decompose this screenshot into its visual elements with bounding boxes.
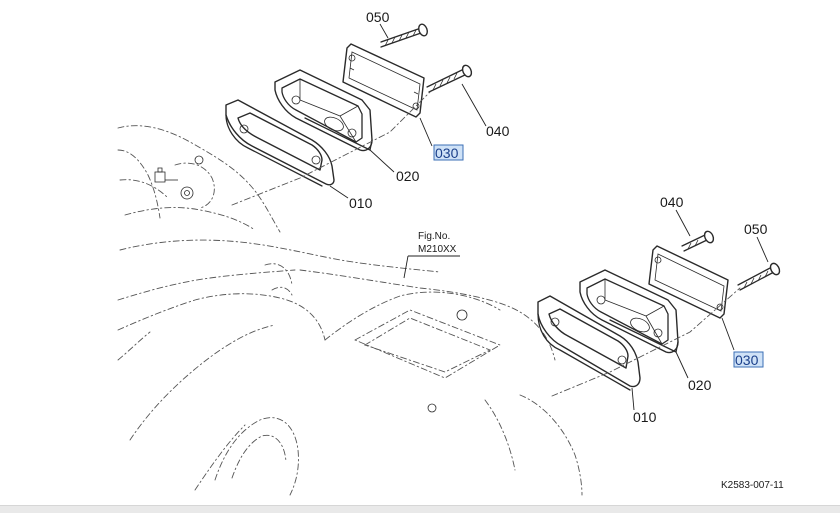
- callout-right-040[interactable]: 040: [660, 194, 684, 210]
- right-part-030-lens: [648, 245, 729, 319]
- mount-stud: [154, 155, 215, 209]
- callout-left-030-highlight: [433, 144, 464, 161]
- leader-lines: [329, 23, 769, 411]
- fig-no-label: Fig.No.: [418, 231, 450, 242]
- callout-labels: 050 040 030 020 010 Fig.No. M210XX 040 0…: [349, 9, 784, 491]
- callout-right-050[interactable]: 050: [744, 221, 768, 237]
- callout-left-040[interactable]: 040: [486, 123, 510, 139]
- right-part-050-screw: [737, 262, 781, 291]
- right-lamp-assembly: [537, 230, 781, 397]
- fender-body-outline: [117, 125, 583, 496]
- callout-right-020[interactable]: 020: [688, 377, 712, 393]
- callout-right-010[interactable]: 010: [633, 409, 657, 425]
- left-part-010-gasket: [225, 99, 335, 187]
- drawing-code: K2583-007-11: [721, 480, 784, 491]
- callout-left-030[interactable]: 030: [435, 145, 459, 161]
- right-part-040-screw: [681, 230, 715, 252]
- left-part-050-screw: [380, 23, 428, 48]
- callout-right-030-highlight: [733, 351, 764, 368]
- bottom-scroll-strip: [0, 505, 840, 513]
- fig-no-number[interactable]: M210XX: [418, 244, 457, 255]
- left-part-030-lens: [342, 43, 425, 118]
- right-part-010-gasket: [537, 295, 641, 391]
- callout-left-050[interactable]: 050: [366, 9, 390, 25]
- left-lamp-assembly: [225, 23, 473, 206]
- callout-right-030[interactable]: 030: [735, 352, 759, 368]
- callout-left-010[interactable]: 010: [349, 195, 373, 211]
- left-part-040-screw: [426, 64, 473, 93]
- callout-left-020[interactable]: 020: [396, 168, 420, 184]
